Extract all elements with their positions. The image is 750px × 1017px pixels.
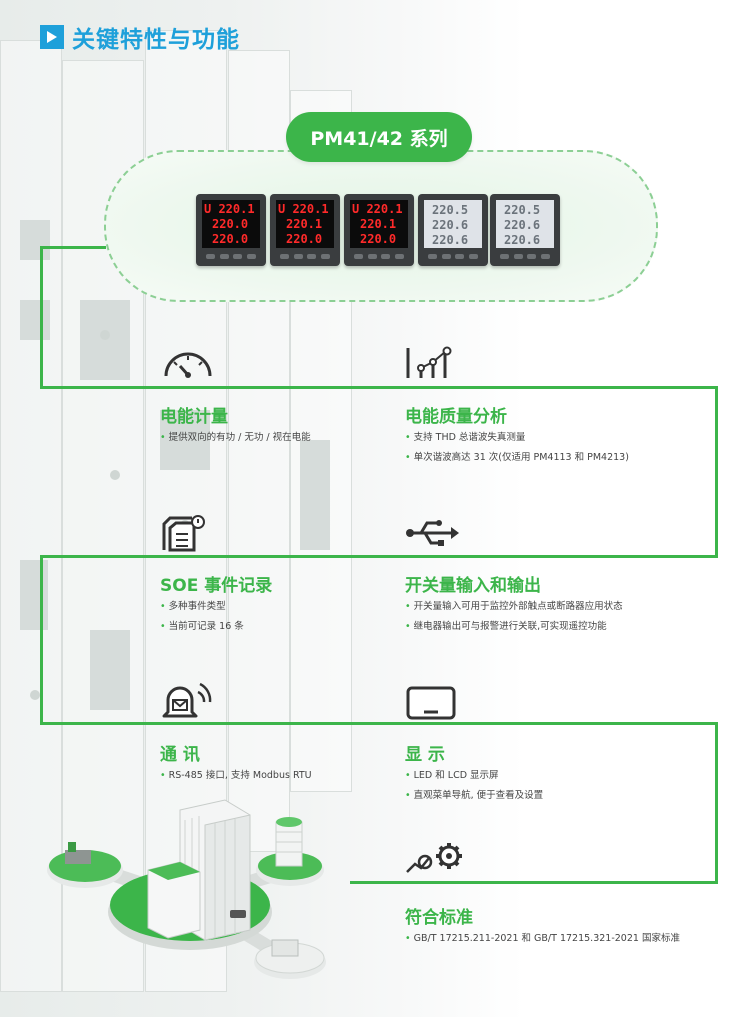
meter-led: U 220.1 220.1 220.0 bbox=[270, 194, 340, 266]
chart-analysis-icon bbox=[405, 344, 455, 384]
series-badge: PM41/42 系列 bbox=[286, 112, 472, 162]
meter-reading: 220.0 bbox=[286, 232, 323, 246]
feature-bullet: 单次谐波高达 31 次(仅适用 PM4113 和 PM4213) bbox=[405, 449, 629, 463]
bg-panel bbox=[20, 300, 50, 340]
bg-knob bbox=[100, 330, 110, 340]
meter-led: U 220.1 220.0 220.0 bbox=[196, 194, 266, 266]
bg-panel bbox=[300, 440, 330, 550]
feature-title-energy: 电能计量 bbox=[160, 407, 228, 427]
feature-bullet: 继电器输出可与报警进行关联,可实现遥控功能 bbox=[405, 618, 607, 632]
feature-bullet: 提供双向的有功 / 无功 / 视在电能 bbox=[160, 429, 311, 443]
meter-reading: 220.5 bbox=[432, 203, 469, 217]
usb-icon bbox=[405, 518, 461, 552]
meter-lcd: 220.5 220.6 220.6 bbox=[418, 194, 488, 266]
meter-reading: 220.0 bbox=[212, 217, 249, 231]
smart-city-illustration bbox=[40, 790, 340, 1000]
bg-panel bbox=[20, 220, 50, 260]
bg-panel bbox=[20, 560, 48, 630]
feature-bullet: 当前可记录 16 条 bbox=[160, 618, 244, 632]
feature-title-io: 开关量输入和输出 bbox=[405, 576, 541, 596]
frame-line bbox=[40, 722, 718, 725]
feature-title-display: 显 示 bbox=[405, 745, 445, 765]
gears-icon bbox=[405, 840, 465, 878]
meter-reading: 220.6 bbox=[504, 233, 541, 247]
bg-panel bbox=[90, 630, 130, 710]
meter-reading: 220.5 bbox=[504, 203, 541, 217]
frame-line bbox=[715, 386, 718, 558]
frame-line bbox=[40, 386, 718, 389]
frame-line bbox=[40, 555, 718, 558]
bg-knob bbox=[110, 470, 120, 480]
meter-reading: 220.6 bbox=[432, 233, 469, 247]
meter-reading: 220.6 bbox=[504, 218, 541, 232]
gauge-icon bbox=[160, 344, 216, 384]
frame-line bbox=[40, 246, 43, 389]
page-title: 关键特性与功能 bbox=[72, 27, 240, 53]
meter-reading: 220.1 bbox=[286, 217, 323, 231]
tablet-display-icon bbox=[406, 686, 456, 724]
feature-bullet: 支持 THD 总谐波失真测量 bbox=[405, 429, 526, 443]
feature-title-soe: SOE 事件记录 bbox=[160, 576, 273, 596]
feature-bullet: 多种事件类型 bbox=[160, 598, 226, 612]
meter-reading: 220.6 bbox=[432, 218, 469, 232]
frame-line bbox=[40, 246, 106, 249]
feature-title-comm: 通 讯 bbox=[160, 745, 200, 765]
feature-title-quality: 电能质量分析 bbox=[405, 407, 507, 427]
meter-reading: U 220.1 bbox=[204, 202, 255, 216]
feature-bullet: 开关量输入可用于监控外部触点或断路器应用状态 bbox=[405, 598, 623, 612]
meter-reading: 220.0 bbox=[360, 232, 397, 246]
bg-knob bbox=[30, 690, 40, 700]
feature-bullet: LED 和 LCD 显示屏 bbox=[405, 767, 499, 781]
meter-reading: 220.0 bbox=[212, 232, 249, 246]
feature-bullet: 直观菜单导航, 便于查看及设置 bbox=[405, 787, 544, 801]
meter-reading: U 220.1 bbox=[352, 202, 403, 216]
meter-reading: 220.1 bbox=[360, 217, 397, 231]
play-arrow-icon bbox=[40, 25, 64, 49]
frame-line bbox=[715, 722, 718, 884]
bell-communication-icon bbox=[160, 680, 212, 726]
feature-bullet: RS-485 接口, 支持 Modbus RTU bbox=[160, 767, 312, 781]
frame-line bbox=[40, 555, 43, 725]
meter-led: U 220.1 220.1 220.0 bbox=[344, 194, 414, 266]
event-log-icon bbox=[160, 514, 208, 558]
bg-panel bbox=[80, 300, 130, 380]
frame-line bbox=[350, 881, 718, 884]
feature-bullet: GB/T 17215.211-2021 和 GB/T 17215.321-202… bbox=[405, 930, 680, 944]
meter-lcd: 220.5 220.6 220.6 bbox=[490, 194, 560, 266]
section-header: 关键特性与功能 bbox=[40, 20, 240, 54]
bg-cabinet bbox=[0, 40, 62, 992]
feature-title-standard: 符合标准 bbox=[405, 908, 473, 928]
meter-reading: U 220.1 bbox=[278, 202, 329, 216]
